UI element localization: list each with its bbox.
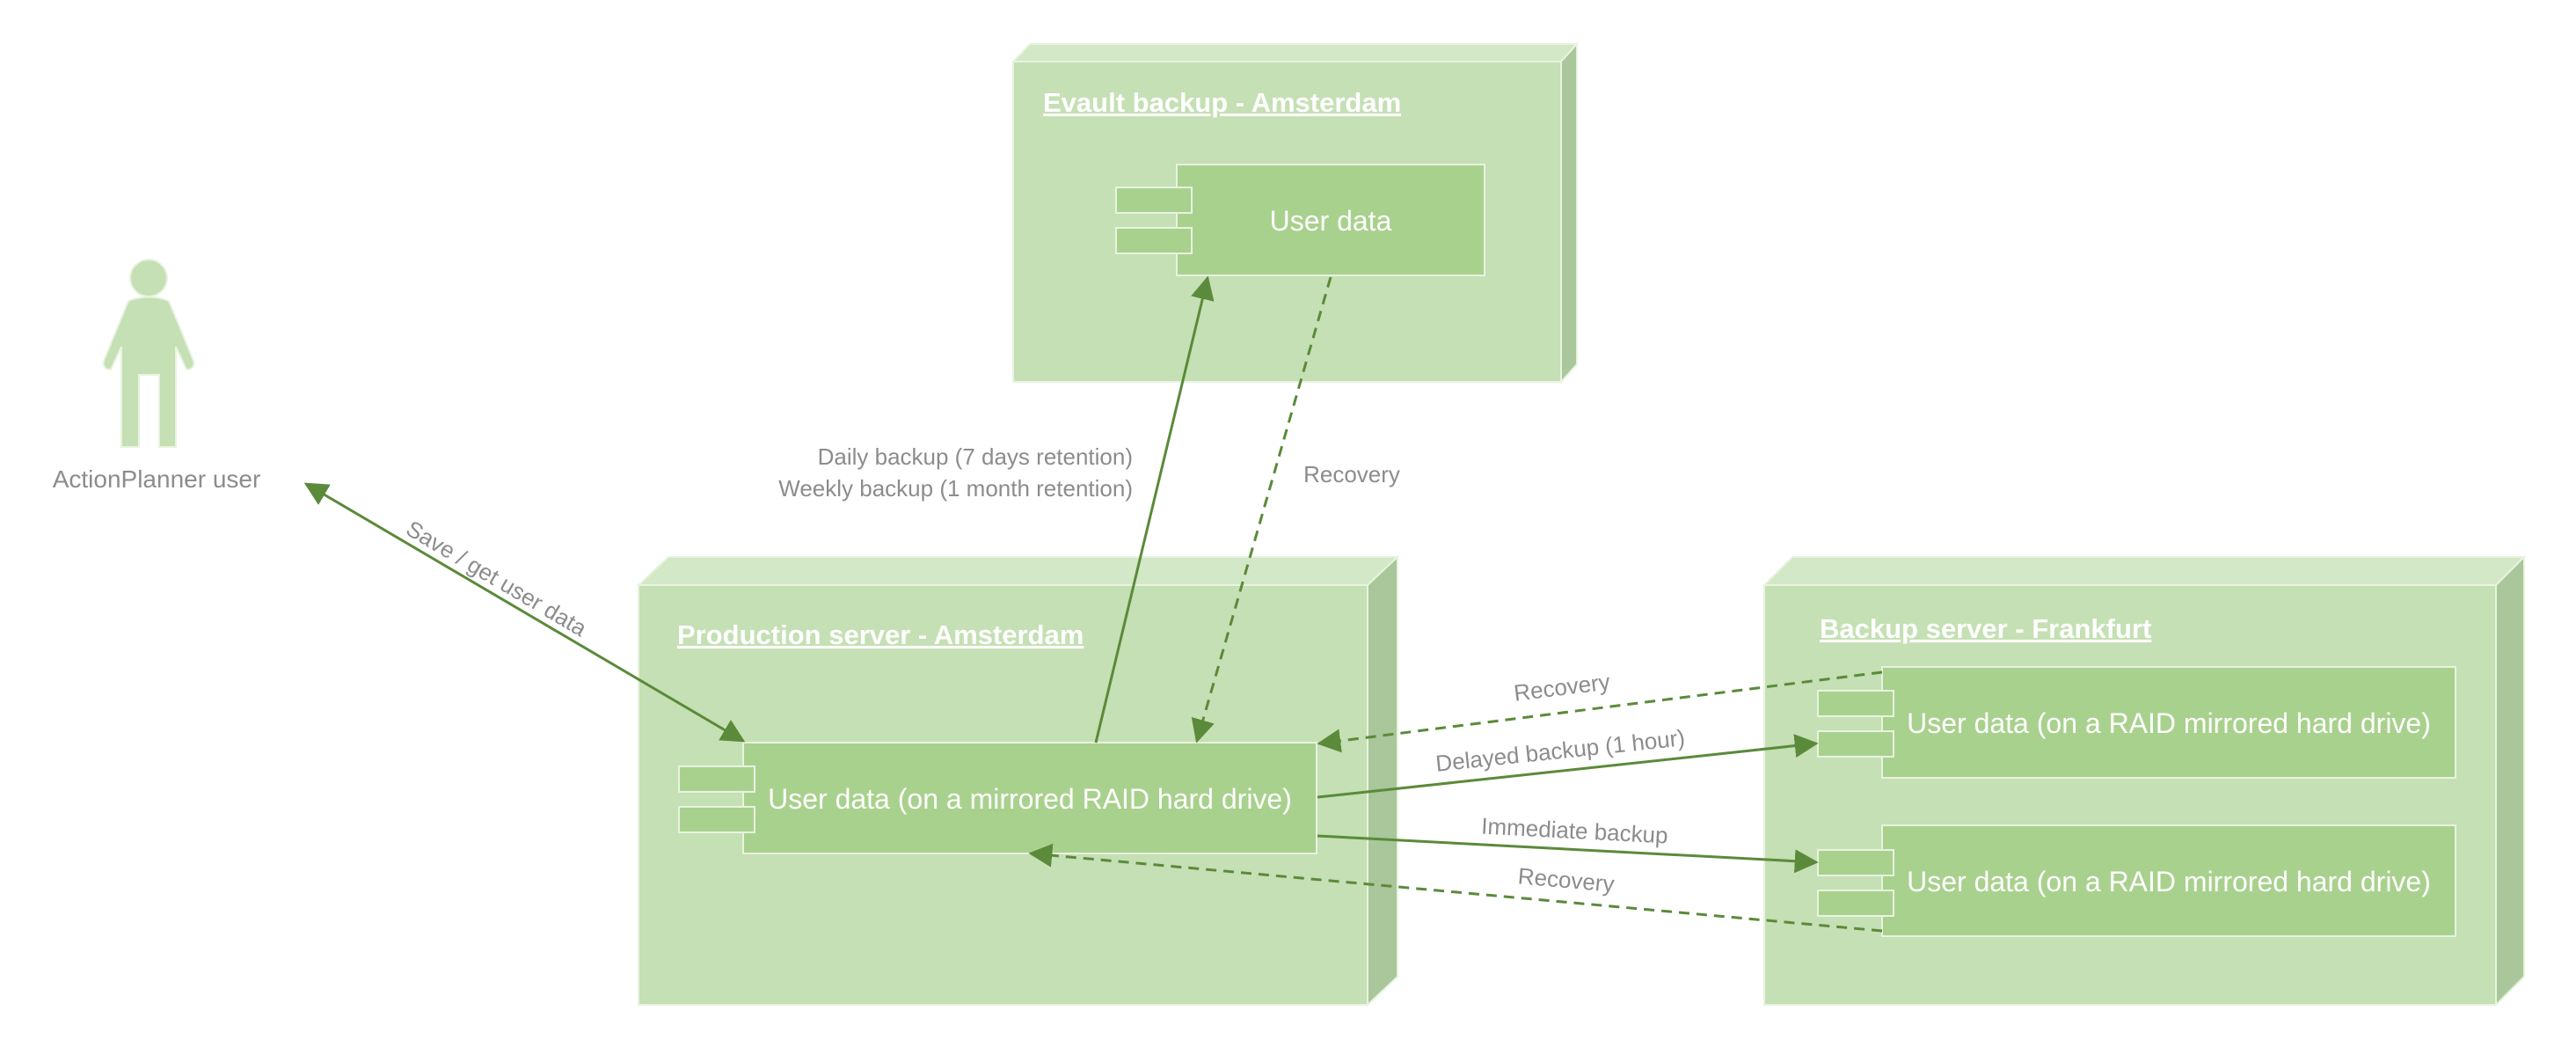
frankfurt-node-title: Backup server - Frankfurt [1820,613,2151,644]
production-user-data-component: User data (on a mirrored RAID hard drive… [678,742,1317,854]
evault-node-title: Evault backup - Amsterdam [1043,87,1401,118]
frankfurt-user-data-component-bottom: User data (on a RAID mirrored hard drive… [1817,824,2456,937]
actionplanner-user-actor: ActionPlanner user [53,259,261,493]
actor-label: ActionPlanner user [53,465,261,493]
delayed-backup-connector [1317,734,1819,799]
daily-backup-label: Daily backup (7 days retention) [818,443,1133,470]
production-node-title: Production server - Amsterdam [677,619,1084,650]
daily-backup-connector [1094,275,1215,743]
production-component-label: User data (on a mirrored RAID hard drive… [768,783,1292,815]
person-icon [102,259,195,448]
frankfurt-recovery-top-connector [1317,670,1883,753]
production-node: Production server - Amsterdam User data … [636,554,1400,1007]
evault-recovery-label: Recovery [1303,461,1400,487]
evault-component-label: User data [1270,205,1392,237]
immediate-backup-connector [1317,834,1819,874]
delayed-backup-label: Delayed backup (1 hour) [1434,724,1686,777]
frankfurt-component-top-label: User data (on a RAID mirrored hard drive… [1907,707,2431,739]
frankfurt-recovery-top-label: Recovery [1513,668,1612,706]
frankfurt-component-bottom-label: User data (on a RAID mirrored hard drive… [1907,866,2431,897]
evault-node: Evault backup - Amsterdam User data [1011,41,1580,385]
frankfurt-recovery-bottom-connector [1028,843,1883,933]
evault-user-data-component: User data [1115,164,1485,276]
user-production-connector [303,482,746,743]
evault-recovery-connector [1191,276,1332,743]
frankfurt-user-data-component-top: User data (on a RAID mirrored hard drive… [1817,666,2456,779]
immediate-backup-label: Immediate backup [1481,812,1669,848]
frankfurt-recovery-bottom-label: Recovery [1517,862,1616,897]
weekly-backup-label: Weekly backup (1 month retention) [778,475,1133,502]
frankfurt-node: Backup server - Frankfurt User data (on … [1762,554,2527,1007]
save-get-user-data-label: Save / get user data [402,515,592,641]
